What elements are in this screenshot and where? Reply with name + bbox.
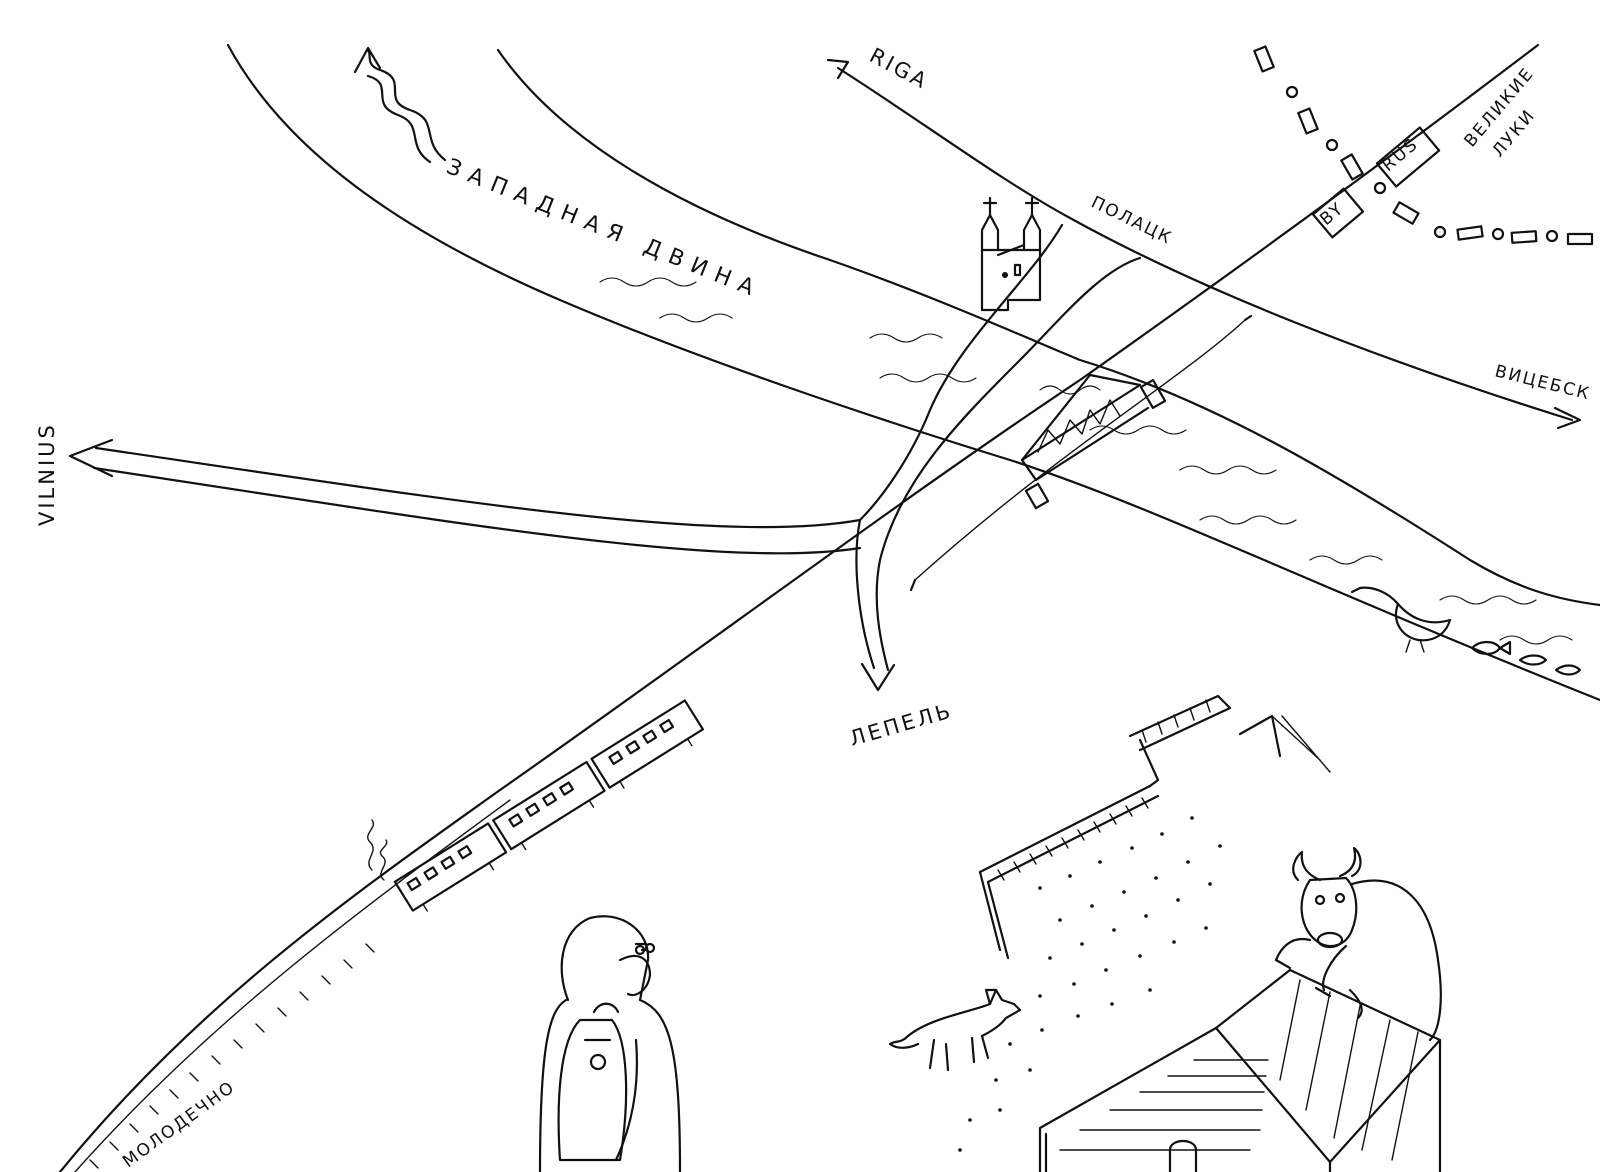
label-riga: RIGA	[866, 43, 933, 94]
river-western-dvina	[226, 43, 1600, 702]
bridge-icon	[1020, 373, 1167, 510]
border-line	[1253, 45, 1594, 246]
label-vilnius: VILNIUS	[35, 422, 59, 526]
church-icon	[980, 196, 1042, 312]
train-icon	[393, 699, 704, 912]
fox-icon	[888, 988, 1022, 1072]
river-label: ЗАПАДНАЯ ДВИНА	[443, 154, 766, 304]
roads	[68, 58, 1582, 692]
train-smoke	[367, 819, 388, 881]
border-sign-rus: RUS	[1375, 126, 1441, 188]
hiker-icon	[538, 915, 682, 1172]
bull-icon	[1274, 846, 1442, 1042]
house-icon	[1038, 968, 1442, 1172]
fish-icon	[1470, 640, 1582, 676]
label-lepel: ЛЕПЕЛЬ	[847, 698, 956, 750]
fence-lines	[978, 694, 1331, 960]
border-sign-by: BY	[1311, 187, 1365, 239]
yard-dots	[958, 816, 1222, 1152]
label-molodechno: МОЛОДЕЧНО	[119, 1077, 239, 1172]
label-polatsk: ПОЛАЦК	[1088, 193, 1176, 249]
river-ripples	[599, 277, 1573, 645]
railway	[58, 43, 1540, 1172]
label-vitebsk: ВИЦЕБСК	[1493, 361, 1593, 404]
bird-icon	[1350, 586, 1452, 653]
